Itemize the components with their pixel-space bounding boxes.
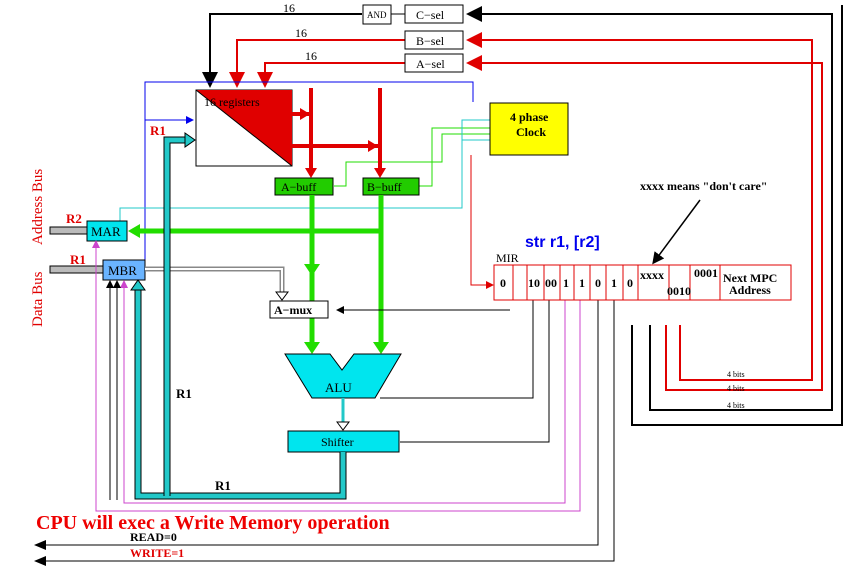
c-sel — [404, 4, 464, 24]
address-bus-stub — [49, 226, 88, 235]
alu-control — [380, 290, 534, 399]
next-mpc-label: Next MPC — [723, 271, 777, 285]
instruction-title: str r1, [r2] — [525, 234, 600, 251]
blue-control-wire — [144, 81, 474, 268]
note-text: xxxx means "don't care" — [640, 179, 767, 193]
registers-label: 16 registers — [204, 95, 260, 109]
cyan-writeback-bus — [134, 136, 347, 500]
next-mpc-label: Address — [729, 283, 771, 297]
sel-to-registers — [202, 13, 405, 88]
data-bus-label: Data Bus — [30, 271, 46, 327]
b-buff-label: B−buff — [367, 180, 402, 194]
c-sel-label: C−sel — [416, 8, 445, 22]
note-arrow — [652, 199, 701, 265]
bits-label: 4 bits — [727, 370, 745, 379]
mir-field: 00 — [545, 276, 557, 290]
mir-field: 0 — [627, 276, 633, 290]
clock-box — [489, 102, 569, 156]
bits-label: 4 bits — [727, 384, 745, 393]
mar-label: MAR — [91, 224, 121, 239]
data-bus-stub — [49, 265, 104, 274]
a-sel — [404, 53, 464, 73]
magenta-wires — [95, 243, 581, 512]
bus-label-r1: R1 — [150, 123, 166, 138]
a-buff — [274, 177, 334, 196]
mir-field: 0 — [500, 276, 506, 290]
register-output-buses — [292, 88, 382, 174]
sel-feedback-wires — [466, 5, 843, 426]
a-sel-label: A−sel — [416, 57, 445, 71]
caption: CPU will exec a Write Memory operation — [36, 512, 390, 534]
mir-field: 1 — [563, 276, 569, 290]
mir-register — [493, 264, 792, 301]
mir-field: 1 — [579, 276, 585, 290]
mir-label: MIR — [496, 251, 519, 265]
bus-label-r2: R2 — [66, 211, 82, 226]
sel-width-label: 16 — [305, 49, 317, 63]
b-buff — [362, 177, 420, 196]
b-sel-label: B−sel — [416, 34, 445, 48]
a-mux-label: A−mux — [274, 303, 312, 317]
shifter-label: Shifter — [321, 435, 354, 449]
bus-label-r1: R1 — [176, 386, 192, 401]
mir-field: 0010 — [667, 284, 691, 298]
b-sel — [404, 30, 464, 50]
mir-field: 0001 — [694, 266, 718, 280]
memory-control-wires — [42, 288, 615, 562]
bus-label-r1: R1 — [70, 252, 86, 267]
alu — [284, 353, 402, 399]
and-gate-label: AND — [367, 10, 387, 20]
write-signal-label: WRITE=1 — [130, 546, 184, 560]
mir-field: 10 — [528, 276, 540, 290]
clock-label-line2: Clock — [516, 125, 546, 139]
clock-to-mir — [470, 155, 494, 289]
shifter-control — [400, 290, 550, 443]
sel-width-label: 16 — [283, 1, 295, 15]
bus-label-r1: R1 — [215, 478, 231, 493]
read-signal-label: READ=0 — [130, 530, 177, 544]
bits-label: 4 bits — [727, 401, 745, 410]
clock-label-line1: 4 phase — [510, 110, 549, 124]
mbr-label: MBR — [108, 263, 137, 278]
sel-width-label: 16 — [295, 26, 307, 40]
mir-field: 1 — [611, 276, 617, 290]
alu-label: ALU — [325, 380, 352, 395]
a-mux — [269, 300, 329, 319]
mir-field: 0 — [595, 276, 601, 290]
a-buff-label: A−buff — [281, 180, 316, 194]
mir-field: xxxx — [640, 268, 664, 282]
clock-wires — [119, 119, 490, 235]
address-bus-label: Address Bus — [30, 169, 46, 245]
